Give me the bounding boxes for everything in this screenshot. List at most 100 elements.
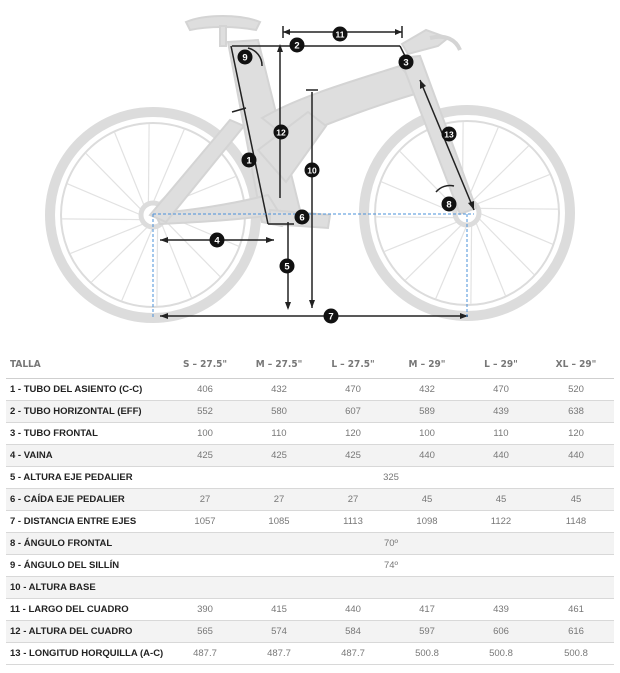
table-cell: 461 xyxy=(538,598,614,621)
table-cell: 574 xyxy=(242,620,316,643)
row-label: 2 - TUBO HORIZONTAL (EFF) xyxy=(6,400,168,423)
row-label: 10 - ALTURA BASE xyxy=(6,576,168,599)
table-cell: 120 xyxy=(538,422,614,445)
table-cell: 390 xyxy=(168,598,242,621)
callout-9: 9 xyxy=(237,49,253,65)
dimension-arrowheads xyxy=(160,29,474,319)
callout-3: 3 xyxy=(398,54,414,70)
callout-2: 2 xyxy=(289,37,305,53)
row-label: 12 - ALTURA DEL CUADRO xyxy=(6,620,168,643)
table-cell-merged: 74º xyxy=(168,554,614,577)
callout-label: 7 xyxy=(328,312,333,323)
table-row: 10 - ALTURA BASE xyxy=(6,576,614,599)
table-cell-merged xyxy=(168,576,614,599)
bike-frame xyxy=(148,15,478,230)
table-cell: 45 xyxy=(390,488,464,511)
table-cell: 500.8 xyxy=(538,642,614,665)
table-cell: 425 xyxy=(316,444,390,467)
table-cell: 440 xyxy=(538,444,614,467)
table-cell: 417 xyxy=(390,598,464,621)
table-cell: 1122 xyxy=(464,510,538,533)
callout-label: 6 xyxy=(299,213,304,224)
callout-label: 3 xyxy=(403,58,408,69)
table-cell: 589 xyxy=(390,400,464,423)
table-cell: 597 xyxy=(390,620,464,643)
table-cell: 120 xyxy=(316,422,390,445)
table-cell: 439 xyxy=(464,400,538,423)
angle-arcs xyxy=(247,47,455,193)
table-cell: 1057 xyxy=(168,510,242,533)
table-cell: 425 xyxy=(242,444,316,467)
callout-7: 7 xyxy=(323,308,339,324)
callout-label: 5 xyxy=(284,262,290,273)
callout-4: 4 xyxy=(209,232,225,248)
table-cell: 500.8 xyxy=(464,642,538,665)
row-label: 5 - ALTURA EJE PEDALIER xyxy=(6,466,168,489)
table-cell: 432 xyxy=(390,378,464,401)
table-cell-merged: 70º xyxy=(168,532,614,555)
table-cell: 440 xyxy=(316,598,390,621)
callout-label: 8 xyxy=(446,200,451,211)
table-cell: 432 xyxy=(242,378,316,401)
callout-label: 2 xyxy=(294,41,299,52)
row-label: 6 - CAÍDA EJE PEDALIER xyxy=(6,488,168,511)
callout-11: 11 xyxy=(332,26,348,42)
table-cell: 440 xyxy=(390,444,464,467)
callout-label: 9 xyxy=(242,53,247,64)
table-cell: 487.7 xyxy=(168,642,242,665)
table-cell: 1098 xyxy=(390,510,464,533)
header-m-27-5: M – 27.5" xyxy=(242,350,316,379)
table-cell: 440 xyxy=(464,444,538,467)
callout-12: 12 xyxy=(273,124,289,140)
table-cell: 27 xyxy=(242,488,316,511)
header-l-27-5: L – 27.5" xyxy=(316,350,390,379)
table-cell: 110 xyxy=(464,422,538,445)
table-cell: 487.7 xyxy=(242,642,316,665)
row-label: 13 - LONGITUD HORQUILLA (A-C) xyxy=(6,642,168,665)
row-label: 3 - TUBO FRONTAL xyxy=(6,422,168,445)
table-cell: 606 xyxy=(464,620,538,643)
table-cell: 100 xyxy=(168,422,242,445)
callout-label: 1 xyxy=(246,156,252,167)
table-cell: 110 xyxy=(242,422,316,445)
table-cell: 487.7 xyxy=(316,642,390,665)
table-cell: 552 xyxy=(168,400,242,423)
table-cell: 565 xyxy=(168,620,242,643)
callout-10: 10 xyxy=(304,162,320,178)
header-s-27-5: S – 27.5" xyxy=(168,350,242,379)
table-cell: 470 xyxy=(316,378,390,401)
table-cell: 1148 xyxy=(538,510,614,533)
reference-lines xyxy=(152,213,474,318)
header-xl-29: XL – 29" xyxy=(538,350,614,379)
table-cell: 439 xyxy=(464,598,538,621)
callout-5: 5 xyxy=(279,258,295,274)
table-cell: 415 xyxy=(242,598,316,621)
callout-1: 1 xyxy=(241,152,257,168)
callout-label: 10 xyxy=(307,166,317,176)
callout-label: 12 xyxy=(276,128,286,138)
table-cell: 45 xyxy=(464,488,538,511)
callout-label: 13 xyxy=(444,130,454,140)
row-label: 9 - ÁNGULO DEL SILLÍN xyxy=(6,554,168,577)
table-cell: 584 xyxy=(316,620,390,643)
header-l-29: L – 29" xyxy=(464,350,538,379)
row-label: 1 - TUBO DEL ASIENTO (C-C) xyxy=(6,378,168,401)
row-label: 4 - VAINA xyxy=(6,444,168,467)
table-cell: 616 xyxy=(538,620,614,643)
table-cell: 100 xyxy=(390,422,464,445)
row-label: 11 - LARGO DEL CUADRO xyxy=(6,598,168,621)
row-label: 8 - ÁNGULO FRONTAL xyxy=(6,532,168,555)
table-cell: 425 xyxy=(168,444,242,467)
